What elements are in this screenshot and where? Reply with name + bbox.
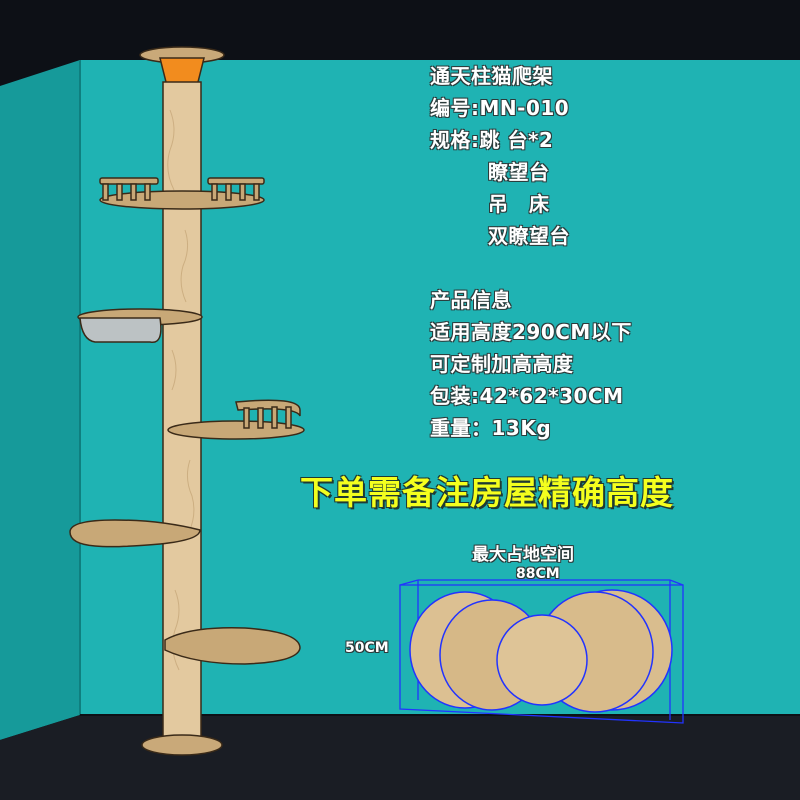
product-title: 通天柱猫爬架 [430,64,553,88]
spec-item-lookout: 瞭望台 [488,160,550,184]
ceiling [0,0,800,60]
left-wall [0,60,80,740]
curved-rail [235,399,301,429]
post-texture [167,109,195,671]
twin-lookout-platform [99,190,265,210]
jump-platform-upper [69,519,201,548]
lookout-platform [167,420,305,440]
info-height: 适用高度290CM以下 [430,320,632,344]
info-title: 产品信息 [430,288,512,312]
order-note-banner: 下单需备注房屋精确高度 [300,473,674,512]
right-lookout-rail [207,177,265,201]
info-custom: 可定制加高高度 [430,352,574,376]
footprint-width: 88CM [516,566,560,582]
stacked-platforms [409,589,673,713]
footprint-title: 最大占地空间 [472,545,574,565]
spec-line: 规格:跳 台*2 [430,128,554,152]
spec-item-twin-lookout: 双瞭望台 [488,224,570,248]
info-package: 包装:42*62*30CM [430,384,624,408]
spec-item-hammock: 吊 床 [488,192,550,216]
floor-base [141,734,223,756]
jump-platform-lower [164,627,301,665]
hammock-cloth [79,317,162,344]
model-number: 编号:MN-010 [430,96,570,120]
footprint-depth: 50CM [345,640,389,656]
info-weight: 重量：13Kg [430,416,552,440]
left-lookout-rail [99,177,159,201]
floor [0,715,800,800]
